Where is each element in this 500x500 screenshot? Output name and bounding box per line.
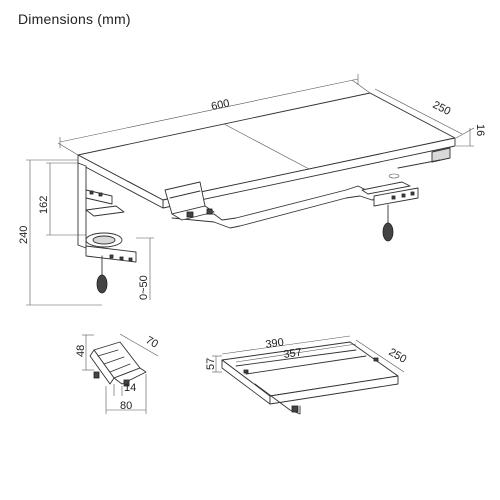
desk-thickness-label: 16	[474, 124, 486, 136]
tray-inner-width-label: 357	[283, 347, 303, 361]
page-title: Dimensions (mm)	[18, 11, 131, 27]
total-height-label: 240	[18, 226, 30, 244]
right-clamp	[361, 173, 419, 242]
tray-height-label: 57	[205, 358, 217, 370]
cup-holder-slot-label: 14	[124, 382, 136, 394]
front-cup-holder	[164, 181, 215, 221]
cup-holder-height-label: 48	[75, 345, 87, 357]
tray-outer-width-label: 390	[265, 337, 285, 351]
desk-width-label: 600	[210, 97, 230, 113]
desk-right-support	[431, 147, 451, 163]
clamp-height-label: 162	[38, 196, 50, 214]
desk-depth-label: 250	[431, 99, 453, 118]
cup-holder-width-label: 80	[120, 400, 132, 412]
cup-holder-depth-label: 70	[144, 334, 161, 351]
desk-right-rail	[397, 159, 441, 169]
desk-top-split-line	[223, 123, 310, 170]
desk-left-edge	[77, 154, 164, 209]
desk-under-rail-lower	[171, 195, 393, 229]
cup-holder-dimensions: 48 70 14 80	[75, 333, 161, 414]
keyboard-tray-detail	[221, 341, 399, 415]
left-clamp	[77, 162, 137, 294]
tray-dimensions: 390 357 250 57	[205, 335, 408, 373]
cup-holder-detail	[89, 341, 147, 387]
clamp-range-label: 0~50	[138, 275, 150, 300]
desk-assembly	[77, 92, 456, 294]
